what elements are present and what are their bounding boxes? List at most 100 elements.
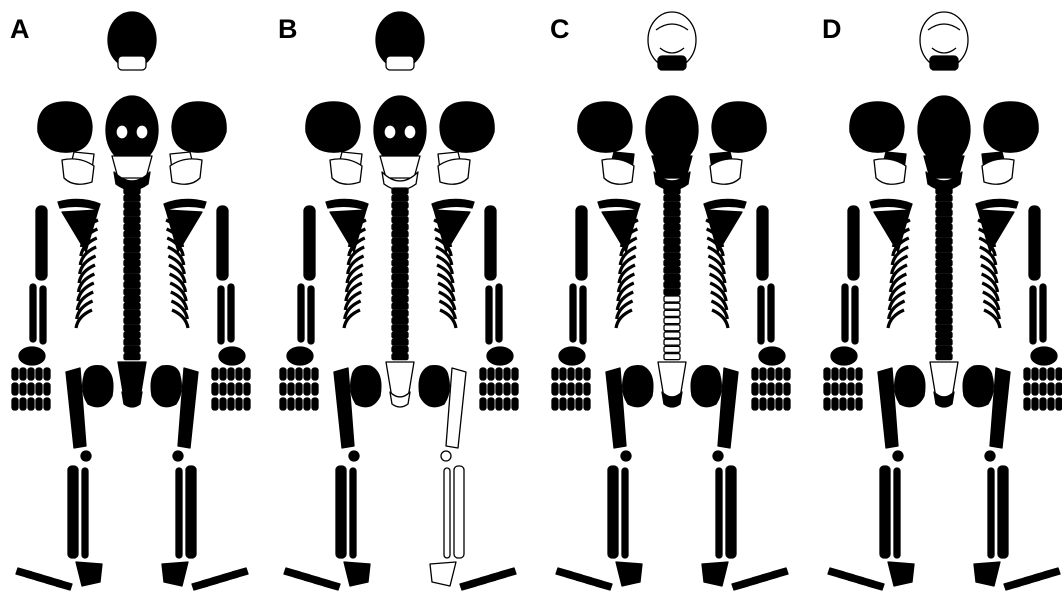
- left-phalanx: [560, 398, 566, 410]
- maxilla-top-view: [658, 56, 686, 70]
- vertebra: [936, 260, 952, 266]
- right-radius: [228, 284, 234, 342]
- right-orbit: [136, 125, 148, 139]
- right-carpals: [487, 347, 513, 365]
- right-ulna: [1030, 286, 1036, 344]
- skeleton-diagram: [540, 0, 805, 610]
- left-orbit: [928, 125, 940, 139]
- vertebra: [936, 274, 952, 280]
- vertebra: [664, 282, 680, 288]
- right-phalanx: [1024, 383, 1030, 395]
- left-phalanx: [576, 383, 582, 395]
- right-phalanx: [212, 398, 218, 410]
- left-phalanx: [552, 383, 558, 395]
- right-tarsals: [162, 562, 188, 586]
- right-phalanx: [752, 398, 758, 410]
- skull-left-lateral: [306, 102, 360, 152]
- left-phalanx: [304, 383, 310, 395]
- right-patella: [713, 451, 723, 461]
- left-fibula: [82, 468, 88, 558]
- left-phalanx: [288, 368, 294, 380]
- vertebra: [936, 202, 952, 208]
- left-phalanx: [44, 383, 50, 395]
- right-phalanx: [760, 383, 766, 395]
- left-radius: [842, 284, 848, 342]
- left-phalanx: [584, 383, 590, 395]
- left-phalanx: [856, 398, 862, 410]
- right-clavicle: [976, 199, 1018, 210]
- vertebra: [124, 238, 140, 244]
- left-phalanx: [280, 398, 286, 410]
- left-phalanx: [584, 398, 590, 410]
- left-metatarsal: [868, 580, 884, 590]
- right-phalanx: [512, 383, 518, 395]
- vertebra: [936, 354, 952, 360]
- left-carpals: [287, 347, 313, 365]
- vertebra: [392, 274, 408, 280]
- vertebra: [392, 346, 408, 352]
- vertebra: [124, 267, 140, 273]
- right-tibia: [186, 466, 196, 558]
- left-ulna: [308, 286, 314, 344]
- left-radius: [30, 284, 36, 342]
- vertebra: [124, 332, 140, 338]
- left-clavicle: [870, 199, 912, 210]
- left-phalanx: [560, 368, 566, 380]
- right-phalanx: [220, 368, 226, 380]
- right-phalanx: [1032, 398, 1038, 410]
- left-phalanx: [12, 383, 18, 395]
- vertebra: [392, 282, 408, 288]
- vertebra: [936, 217, 952, 223]
- right-clavicle: [432, 199, 474, 210]
- skull-frontal: [106, 96, 158, 164]
- left-ulna: [580, 286, 586, 344]
- left-phalanx: [824, 383, 830, 395]
- right-phalanx: [496, 368, 502, 380]
- skeleton-panel: D: [812, 0, 1062, 610]
- left-phalanx: [20, 368, 26, 380]
- left-phalanx: [44, 398, 50, 410]
- left-phalanx: [20, 383, 26, 395]
- vertebra: [392, 231, 408, 237]
- maxilla-top-view: [386, 56, 414, 70]
- vertebra: [664, 238, 680, 244]
- skull-frontal: [646, 96, 698, 164]
- left-phalanx: [280, 383, 286, 395]
- right-phalanx: [1056, 383, 1062, 395]
- right-phalanx: [752, 383, 758, 395]
- vertebra: [124, 210, 140, 216]
- vertebra: [936, 332, 952, 338]
- vertebra: [664, 253, 680, 259]
- right-phalanx: [776, 383, 782, 395]
- vertebra: [124, 246, 140, 252]
- right-phalanx: [480, 398, 486, 410]
- left-phalanx: [36, 398, 42, 410]
- left-phalanx: [12, 398, 18, 410]
- left-phalanx: [840, 368, 846, 380]
- left-phalanx: [552, 398, 558, 410]
- vertebra: [936, 346, 952, 352]
- left-tarsals: [76, 562, 102, 586]
- left-radius: [570, 284, 576, 342]
- vertebra: [392, 339, 408, 345]
- right-phalanx: [1024, 398, 1030, 410]
- vertebra: [392, 310, 408, 316]
- right-phalanx: [1032, 383, 1038, 395]
- vertebra: [936, 224, 952, 230]
- skull-left-lateral: [850, 102, 904, 152]
- vertebra: [124, 260, 140, 266]
- vertebra: [392, 332, 408, 338]
- vertebra: [392, 238, 408, 244]
- vertebra: [664, 274, 680, 280]
- vertebra: [664, 231, 680, 237]
- left-phalanx: [824, 368, 830, 380]
- right-phalanx: [504, 398, 510, 410]
- left-phalanx: [560, 383, 566, 395]
- left-phalanx: [840, 383, 846, 395]
- right-patella: [985, 451, 995, 461]
- skull-right-lateral: [984, 102, 1038, 152]
- right-metatarsal: [192, 580, 208, 590]
- right-hip-bone: [691, 366, 721, 407]
- right-phalanx: [776, 368, 782, 380]
- vertebra: [124, 325, 140, 331]
